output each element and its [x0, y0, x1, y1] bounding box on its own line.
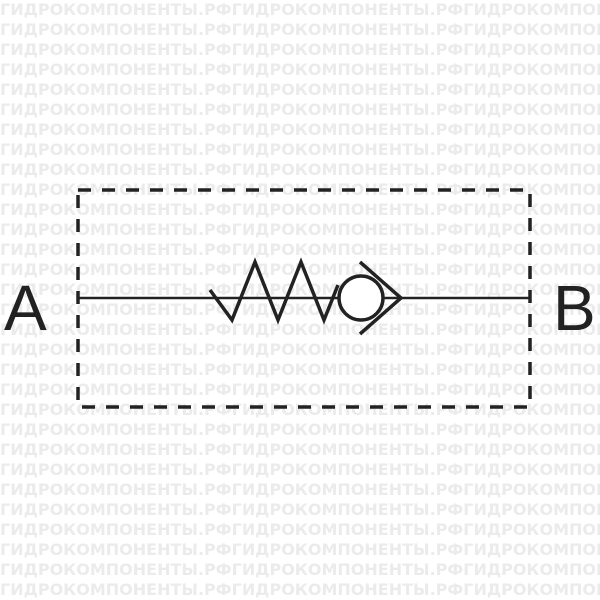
port-a-label: A [4, 272, 47, 344]
port-b-label: B [553, 272, 596, 344]
check-ball-icon [337, 274, 385, 322]
spring-icon [208, 257, 340, 325]
valve-seat-icon [358, 260, 404, 336]
